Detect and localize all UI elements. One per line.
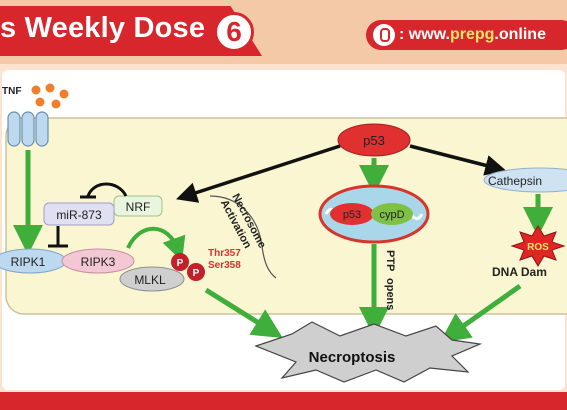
nrf-label: NRF xyxy=(126,200,151,214)
ripk3-node xyxy=(61,248,135,274)
arrow-ripk3-to-mlkl xyxy=(126,226,186,262)
cypd-node xyxy=(371,203,413,225)
cell-membrane xyxy=(5,117,567,315)
p53-mito-node xyxy=(330,203,374,225)
p53-label: p53 xyxy=(363,133,385,148)
mir873-label: miR-873 xyxy=(56,208,102,222)
url-prefix: : xyxy=(399,26,405,43)
ros-burst xyxy=(510,225,566,267)
website-link[interactable] xyxy=(366,20,567,50)
inhibit-nrf-mir873 xyxy=(86,182,128,197)
tnf-label: TNF xyxy=(2,86,21,97)
dna-damage-label: DNA Dam xyxy=(492,265,547,279)
mlkl-node xyxy=(119,266,185,292)
mouse-icon xyxy=(373,24,395,46)
header-title: s Weekly Dose xyxy=(0,12,206,44)
necroptosis-burst xyxy=(254,321,483,383)
tnf-ligands xyxy=(31,83,69,109)
arrow-mlkl-to-necroptosis xyxy=(204,287,283,338)
opens-label: opens xyxy=(384,278,396,310)
cathepsin-label: Cathepsin xyxy=(488,174,542,188)
phosphate-group-2 xyxy=(187,263,205,281)
url-highlight: prepg xyxy=(449,26,495,43)
phosphate-group-1 xyxy=(171,253,189,271)
ripk3-label: RIPK3 xyxy=(81,255,116,269)
mlkl-label: MLKL xyxy=(134,273,166,287)
phosphate-1-label: P xyxy=(177,258,184,269)
ripk1-label: RIPK1 xyxy=(11,255,46,269)
cypd-label: cypD xyxy=(379,209,404,221)
arrow-p53-to-cathepsin xyxy=(409,144,507,176)
website-url[interactable]: : www.prepg.online xyxy=(399,26,546,44)
mir873-node xyxy=(43,202,115,226)
arrow-ros-to-necroptosis xyxy=(439,283,522,343)
url-suffix: .online xyxy=(494,26,546,43)
p53-mito-label: p53 xyxy=(343,209,361,221)
ser358-label: Ser358 xyxy=(208,260,241,271)
ptp-opens-label: PTP opens xyxy=(384,250,396,310)
arrow-p53-to-necrosome xyxy=(176,144,341,203)
tnf-receptor xyxy=(7,111,49,147)
url-label: www. xyxy=(408,26,450,43)
ros-label: ROS xyxy=(527,242,549,253)
footer-band xyxy=(0,392,567,410)
necroptosis-label: Necroptosis xyxy=(309,349,396,366)
necrosome-bracket xyxy=(209,195,277,279)
phosphate-2-label: P xyxy=(193,268,200,279)
thr357-label: Thr357 xyxy=(208,248,241,259)
ptp-label: PTP xyxy=(384,250,396,271)
dose-number-badge: 6 xyxy=(214,12,254,52)
cathepsin-node xyxy=(483,167,567,193)
p53-node xyxy=(337,123,411,157)
